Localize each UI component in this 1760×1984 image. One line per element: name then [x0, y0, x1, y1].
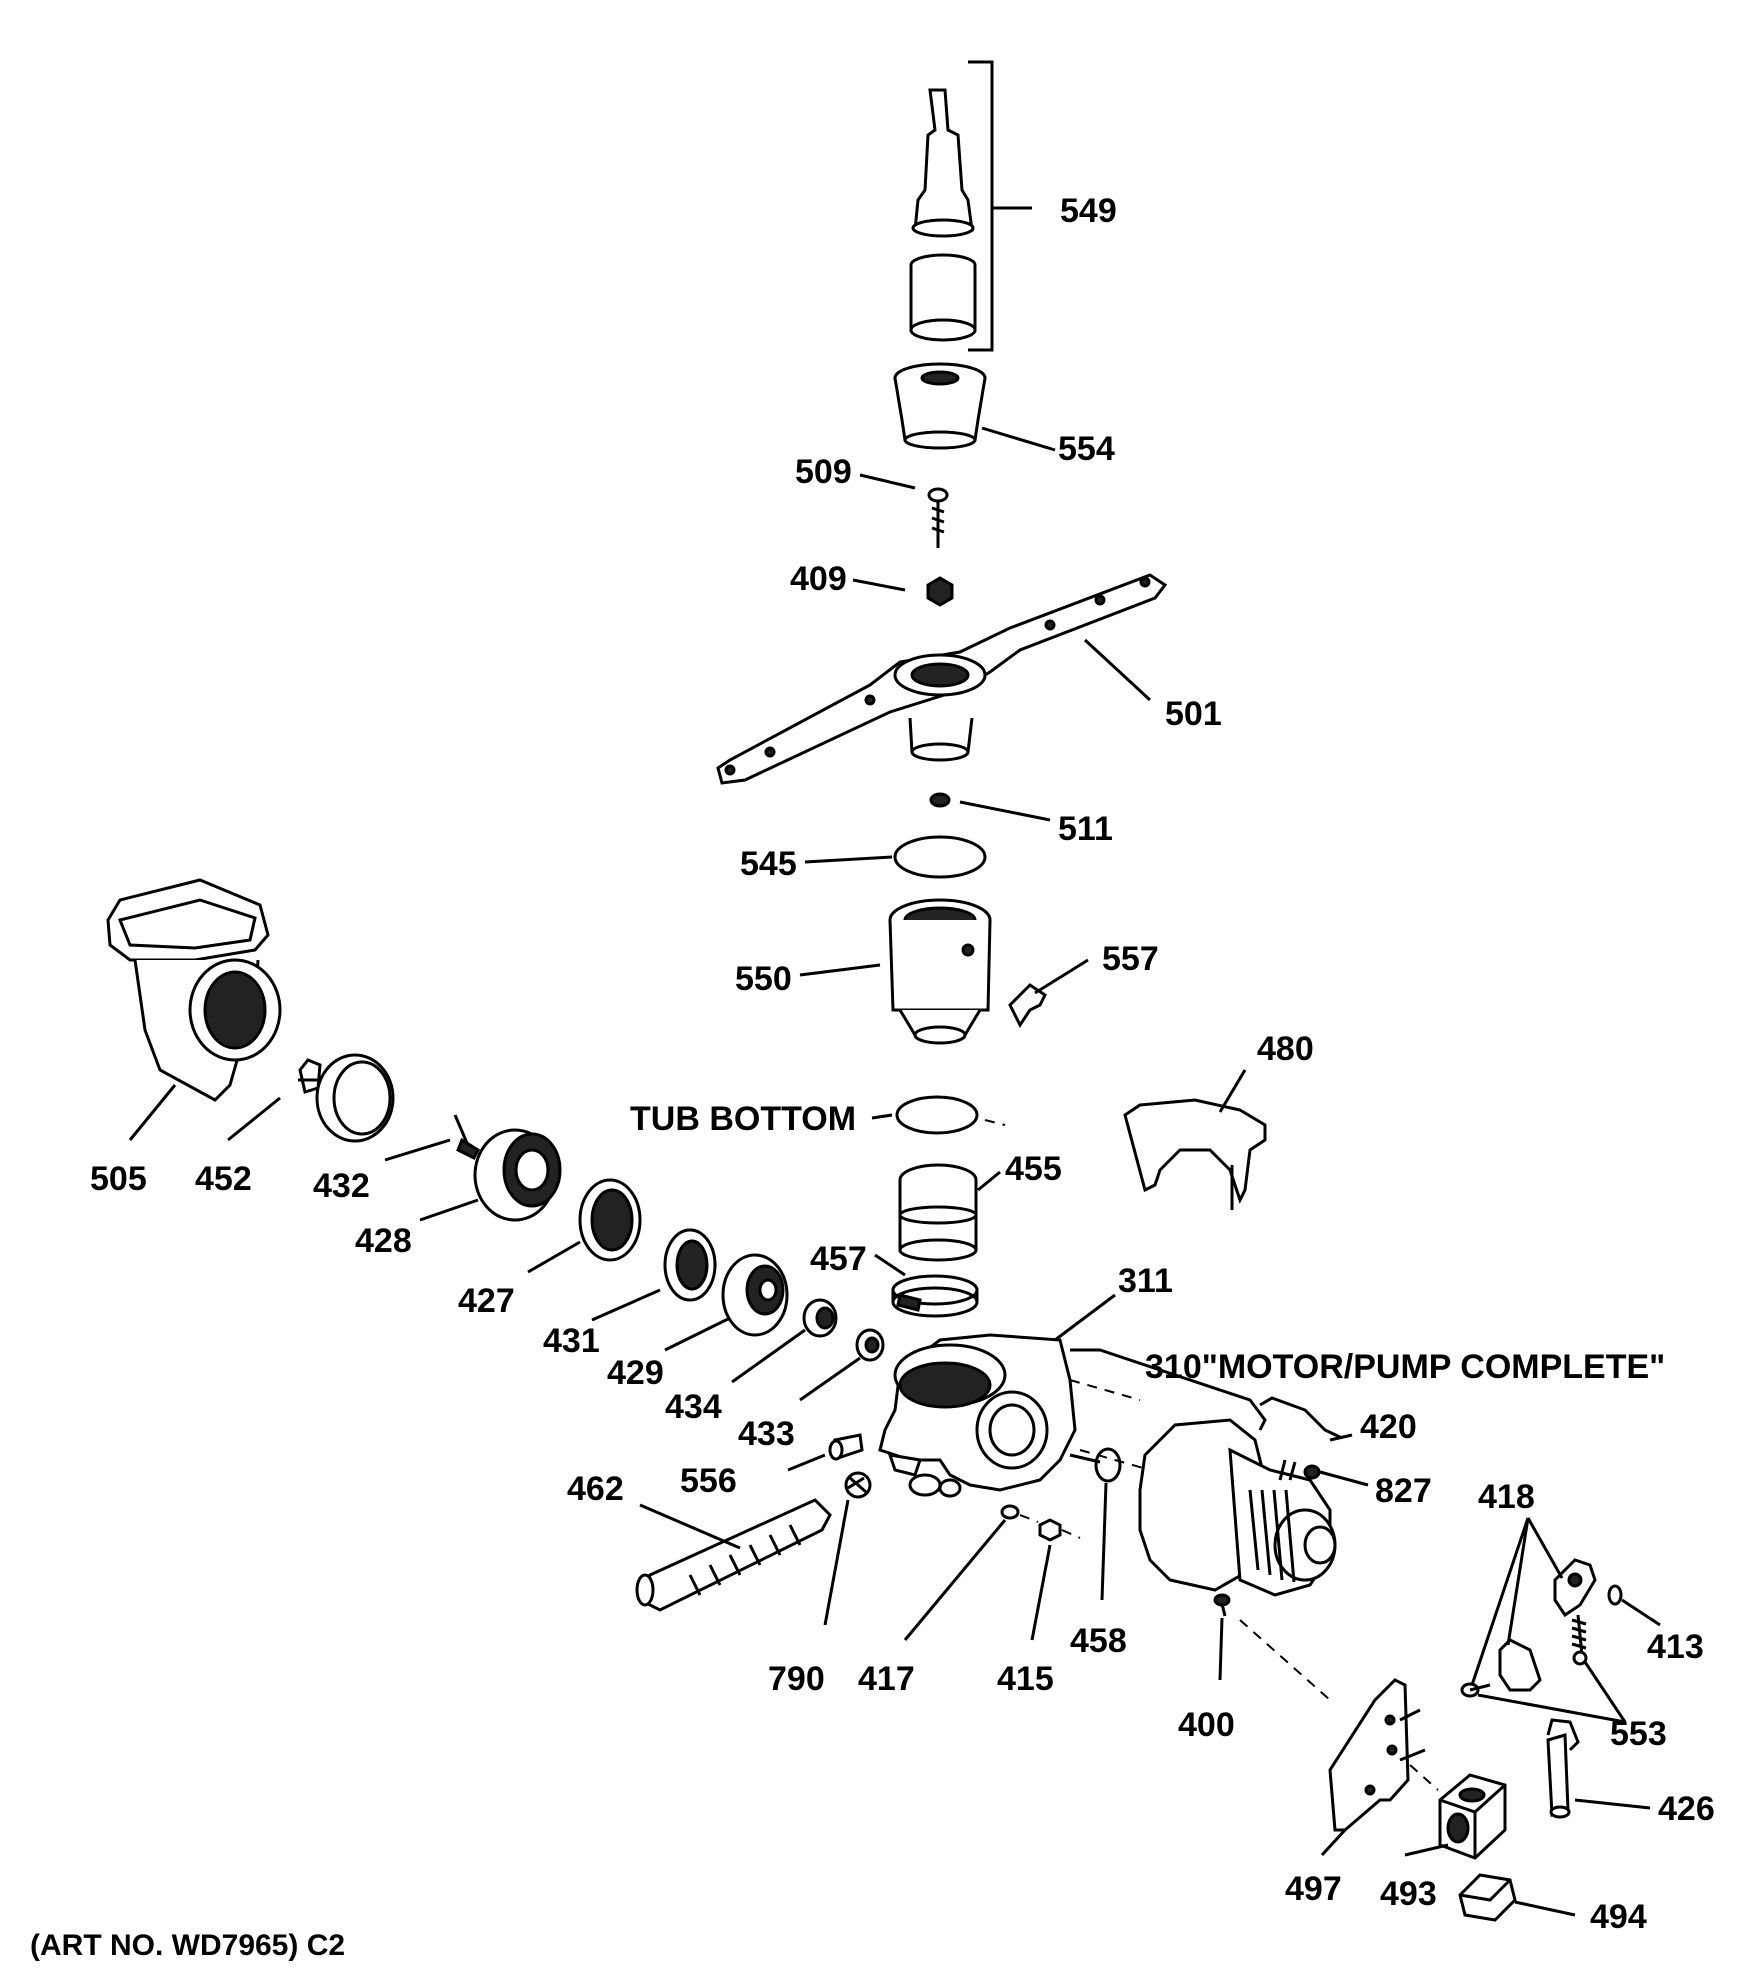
part-494-plunger [1458, 1873, 1517, 1922]
part-480-shield [1123, 1098, 1267, 1210]
part-457-clamp [891, 1274, 979, 1318]
part-432-band [315, 1053, 395, 1143]
leader-lines [128, 426, 1661, 1917]
dash-line-motor-axis [1069, 1379, 1151, 1471]
part-511 [929, 792, 951, 808]
part-428-filter [453, 1114, 562, 1222]
label-557: 557 [1102, 940, 1159, 978]
label-480: 480 [1257, 1030, 1314, 1068]
label-505: 505 [90, 1160, 147, 1198]
part-827-screw [1303, 1464, 1321, 1480]
part-429-impeller [721, 1253, 789, 1337]
label-509: 509 [795, 453, 852, 491]
label-550: 550 [735, 960, 792, 998]
label-458: 458 [1070, 1622, 1127, 1660]
label-409: 409 [790, 560, 847, 598]
label-455: 455 [1005, 1150, 1062, 1188]
part-415-nut [1038, 1518, 1062, 1542]
art-number: (ART NO. WD7965) C2 [30, 1929, 345, 1962]
part-549-tower-lower [909, 253, 977, 342]
label-462: 462 [567, 1470, 624, 1508]
part-505-sump [106, 878, 282, 1102]
label-motor-pump-complete: 310"MOTOR/PUMP COMPLETE" [1145, 1348, 1665, 1386]
part-557-clip [1008, 983, 1047, 1028]
label-452: 452 [195, 1160, 252, 1198]
part-493-solenoid [1438, 1773, 1507, 1860]
label-497: 497 [1285, 1870, 1342, 1908]
part-413 [1607, 1584, 1623, 1606]
label-431: 431 [543, 1322, 600, 1360]
label-426: 426 [1658, 1790, 1715, 1828]
label-553: 553 [1610, 1715, 1667, 1753]
label-494: 494 [1590, 1898, 1647, 1936]
part-553-spring [1571, 1614, 1588, 1666]
label-413: 413 [1647, 1628, 1704, 1666]
label-418: 418 [1478, 1478, 1535, 1516]
label-420: 420 [1360, 1408, 1417, 1446]
bracket-549 [968, 60, 1032, 352]
label-434: 434 [665, 1388, 722, 1426]
part-310-motor [1070, 1348, 1337, 1597]
part-433 [855, 1328, 885, 1362]
part-455-seal [898, 1163, 978, 1262]
label-417: 417 [858, 1660, 915, 1698]
label-428: 428 [355, 1222, 412, 1260]
label-549: 549 [1060, 192, 1117, 230]
label-tub-bottom: TUB BOTTOM [630, 1100, 856, 1138]
part-418-bracket [1460, 1558, 1597, 1698]
part-311-pump-housing [878, 1333, 1077, 1498]
label-511: 511 [1058, 810, 1113, 848]
label-311: 311 [1118, 1262, 1173, 1300]
part-556 [828, 1433, 864, 1461]
label-554: 554 [1058, 430, 1115, 468]
label-427: 427 [458, 1282, 515, 1320]
label-432: 432 [313, 1167, 370, 1205]
dash-line-motor-bracket [1239, 1619, 1331, 1701]
label-493: 493 [1380, 1875, 1437, 1913]
part-434 [802, 1298, 838, 1338]
label-415: 415 [997, 1660, 1054, 1698]
part-426-pin [1546, 1718, 1580, 1819]
label-457: 457 [810, 1240, 867, 1278]
dash-line-415 [1019, 1514, 1081, 1539]
part-790-spring [844, 1471, 872, 1499]
label-501: 501 [1165, 695, 1222, 733]
part-431-ring [663, 1228, 717, 1302]
part-420-wire [1259, 1396, 1343, 1440]
part-509-screw [927, 487, 949, 548]
part-545-ring [893, 835, 987, 879]
part-409-nut [926, 576, 954, 607]
part-400-screw [1213, 1593, 1231, 1617]
part-497-bracket [1328, 1678, 1426, 1832]
label-429: 429 [607, 1354, 664, 1392]
label-433: 433 [738, 1415, 795, 1453]
part-550-housing [888, 898, 992, 1045]
label-556: 556 [680, 1462, 737, 1500]
tub-bottom-opening [895, 1095, 1006, 1135]
part-417-washer [1000, 1504, 1020, 1520]
part-462-worm [635, 1498, 832, 1612]
label-790: 790 [768, 1660, 825, 1698]
part-554-cap [893, 362, 987, 450]
part-458-grommet [1069, 1447, 1122, 1483]
part-427-ring [578, 1178, 642, 1262]
label-400: 400 [1178, 1706, 1235, 1744]
label-545: 545 [740, 845, 797, 883]
part-501-spray-arm [716, 573, 1168, 785]
part-549-tower-upper [911, 88, 975, 238]
label-827: 827 [1375, 1472, 1432, 1510]
dash-line-solenoid [1409, 1764, 1439, 1791]
